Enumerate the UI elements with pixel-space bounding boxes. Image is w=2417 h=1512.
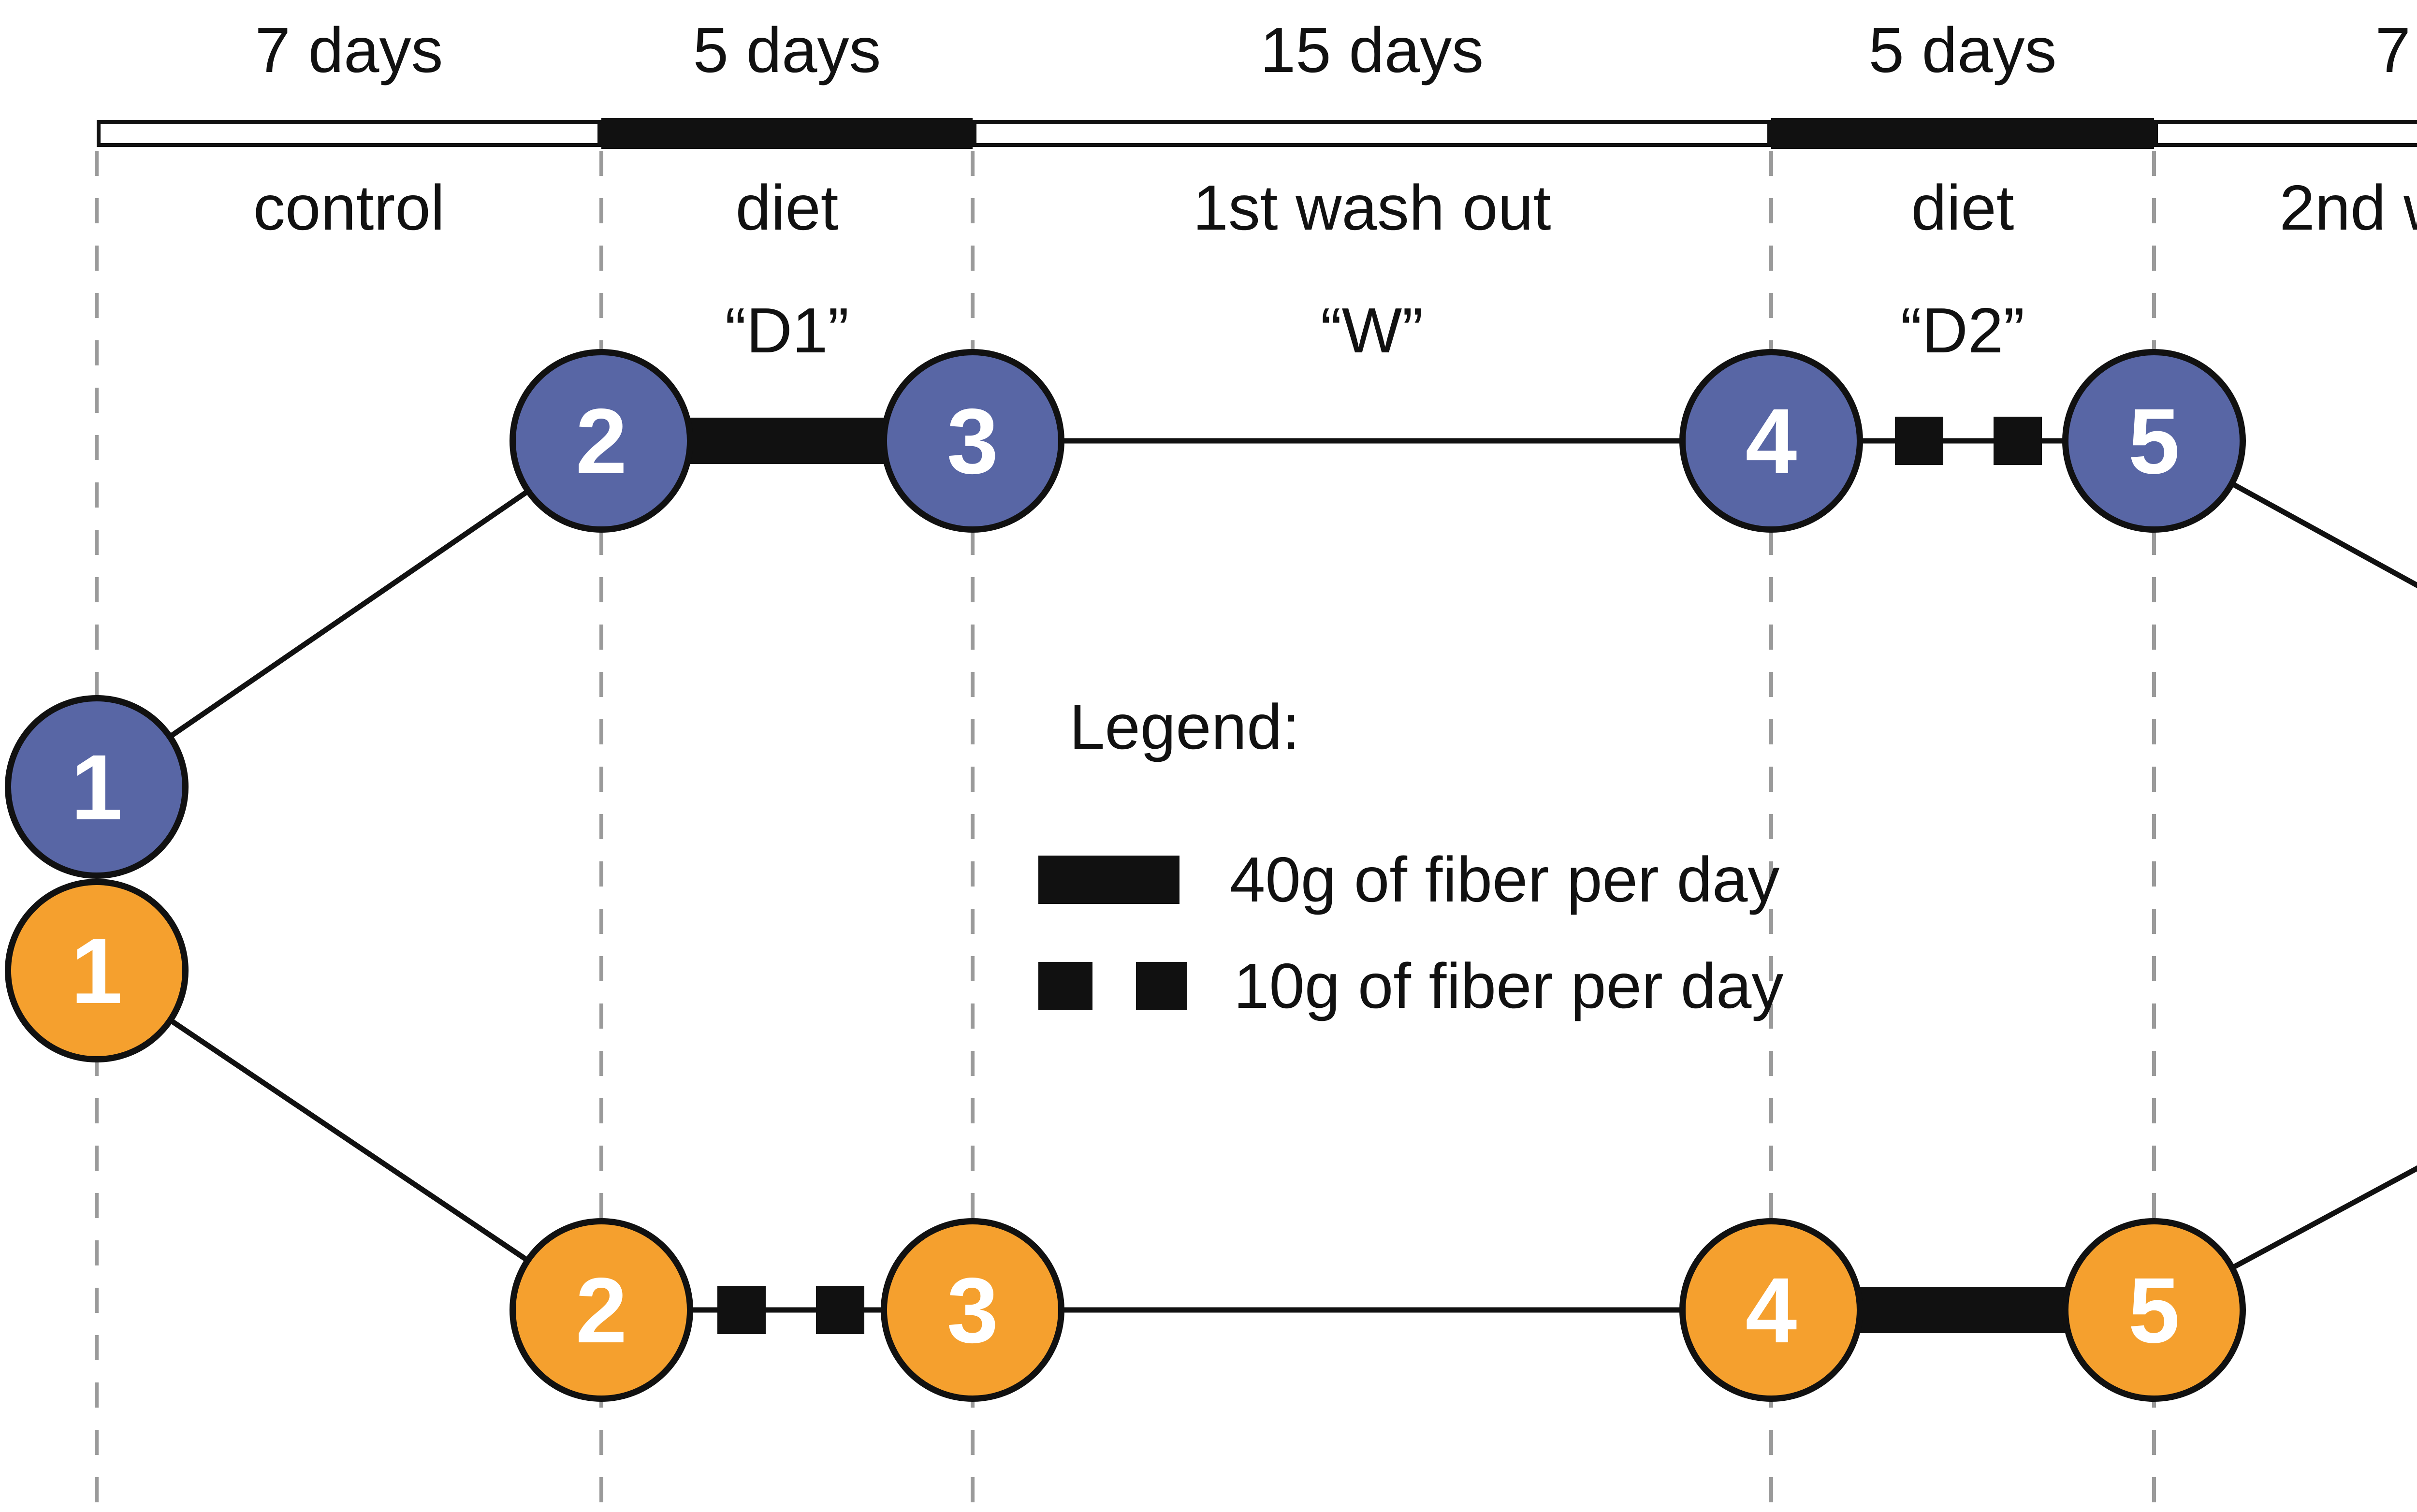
node-blue-2: 2 bbox=[510, 349, 693, 533]
connector-line bbox=[95, 968, 603, 1312]
node-orange-1: 1 bbox=[5, 879, 189, 1062]
duration-label: 15 days bbox=[1260, 15, 1484, 86]
node-blue-4: 4 bbox=[1679, 349, 1863, 533]
node-orange-4: 4 bbox=[1679, 1218, 1863, 1402]
connector-line bbox=[2153, 438, 2417, 588]
fiber-10g-bar-segment bbox=[1994, 417, 2042, 465]
connector-line bbox=[95, 438, 603, 789]
fiber-40g-bar bbox=[1852, 1287, 2067, 1333]
duration-label: 5 days bbox=[693, 15, 881, 86]
fiber-10g-bar-segment bbox=[1895, 417, 1943, 465]
node-orange-5: 5 bbox=[2062, 1218, 2246, 1402]
node-orange-2: 2 bbox=[510, 1218, 693, 1402]
legend-swatch-40g-bar bbox=[1038, 856, 1179, 904]
fiber-10g-bar-segment bbox=[816, 1286, 864, 1334]
phase-code-label: “D1” bbox=[725, 295, 849, 366]
timeline-bar bbox=[97, 118, 2417, 149]
phase-code-label: “D2” bbox=[1900, 295, 2025, 366]
node-orange-3: 3 bbox=[881, 1218, 1064, 1402]
timeline-segment-diet-2 bbox=[1771, 118, 2154, 149]
phase-label: control bbox=[253, 172, 445, 243]
legend-swatch-10g-square bbox=[1038, 962, 1092, 1010]
duration-label: 5 days bbox=[1868, 15, 2057, 86]
timeline-segment-washout-1 bbox=[973, 120, 1771, 147]
phase-label: 2nd wash out bbox=[2279, 172, 2417, 243]
timeline-segment-diet-1 bbox=[601, 118, 973, 149]
legend-item-label: 40g of fiber per day bbox=[1230, 844, 1780, 915]
timeline-segment-washout-2 bbox=[2154, 120, 2417, 147]
fiber-40g-bar bbox=[686, 418, 886, 464]
node-blue-1: 1 bbox=[5, 695, 189, 879]
timeline-segment-control bbox=[97, 120, 601, 147]
duration-label: 7 days bbox=[255, 15, 443, 86]
phase-label: diet bbox=[735, 172, 839, 243]
node-blue-5: 5 bbox=[2062, 349, 2246, 533]
legend-swatch-10g-square bbox=[1136, 962, 1187, 1010]
phase-code-label: “W” bbox=[1320, 295, 1424, 366]
duration-label: 7 days bbox=[2375, 15, 2417, 86]
connector-line bbox=[2153, 1165, 2417, 1312]
legend-item-label: 10g of fiber per day bbox=[1234, 950, 1784, 1021]
phase-label: diet bbox=[1911, 172, 2014, 243]
fiber-10g-bar-segment bbox=[717, 1286, 766, 1334]
legend-title: Legend: bbox=[1069, 691, 1300, 762]
node-blue-3: 3 bbox=[881, 349, 1064, 533]
phase-label: 1st wash out bbox=[1193, 172, 1551, 243]
